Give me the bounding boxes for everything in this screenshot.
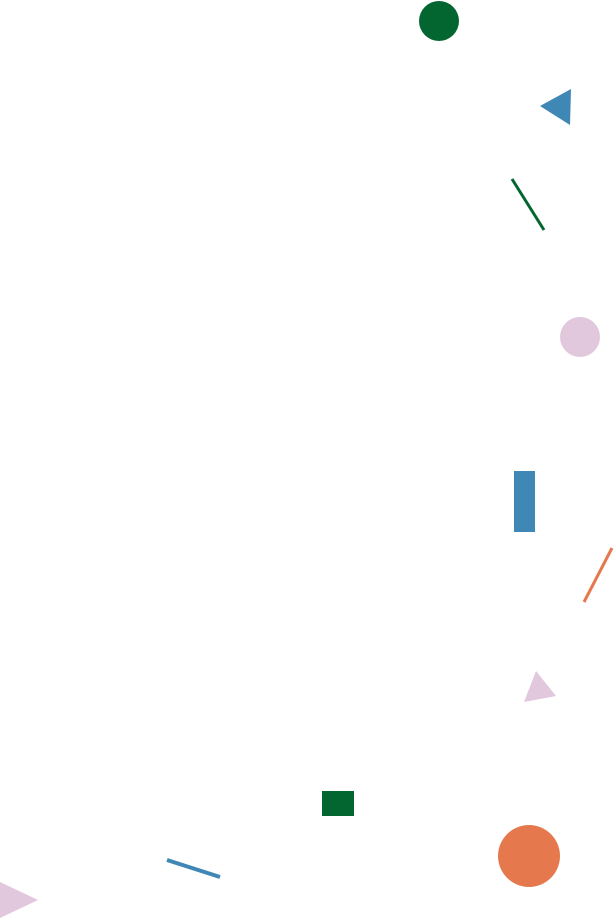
blue-triangle: [540, 89, 571, 125]
pink-triangle: [524, 671, 556, 702]
pink-circle: [560, 317, 600, 357]
orange-circle: [498, 825, 560, 887]
green-circle: [419, 1, 459, 41]
green-line: [510, 178, 546, 231]
blue-line: [166, 858, 221, 879]
orange-line: [582, 547, 614, 603]
pink-triangle-corner: [0, 882, 38, 918]
blue-rectangle: [514, 471, 535, 532]
green-square: [322, 791, 354, 816]
